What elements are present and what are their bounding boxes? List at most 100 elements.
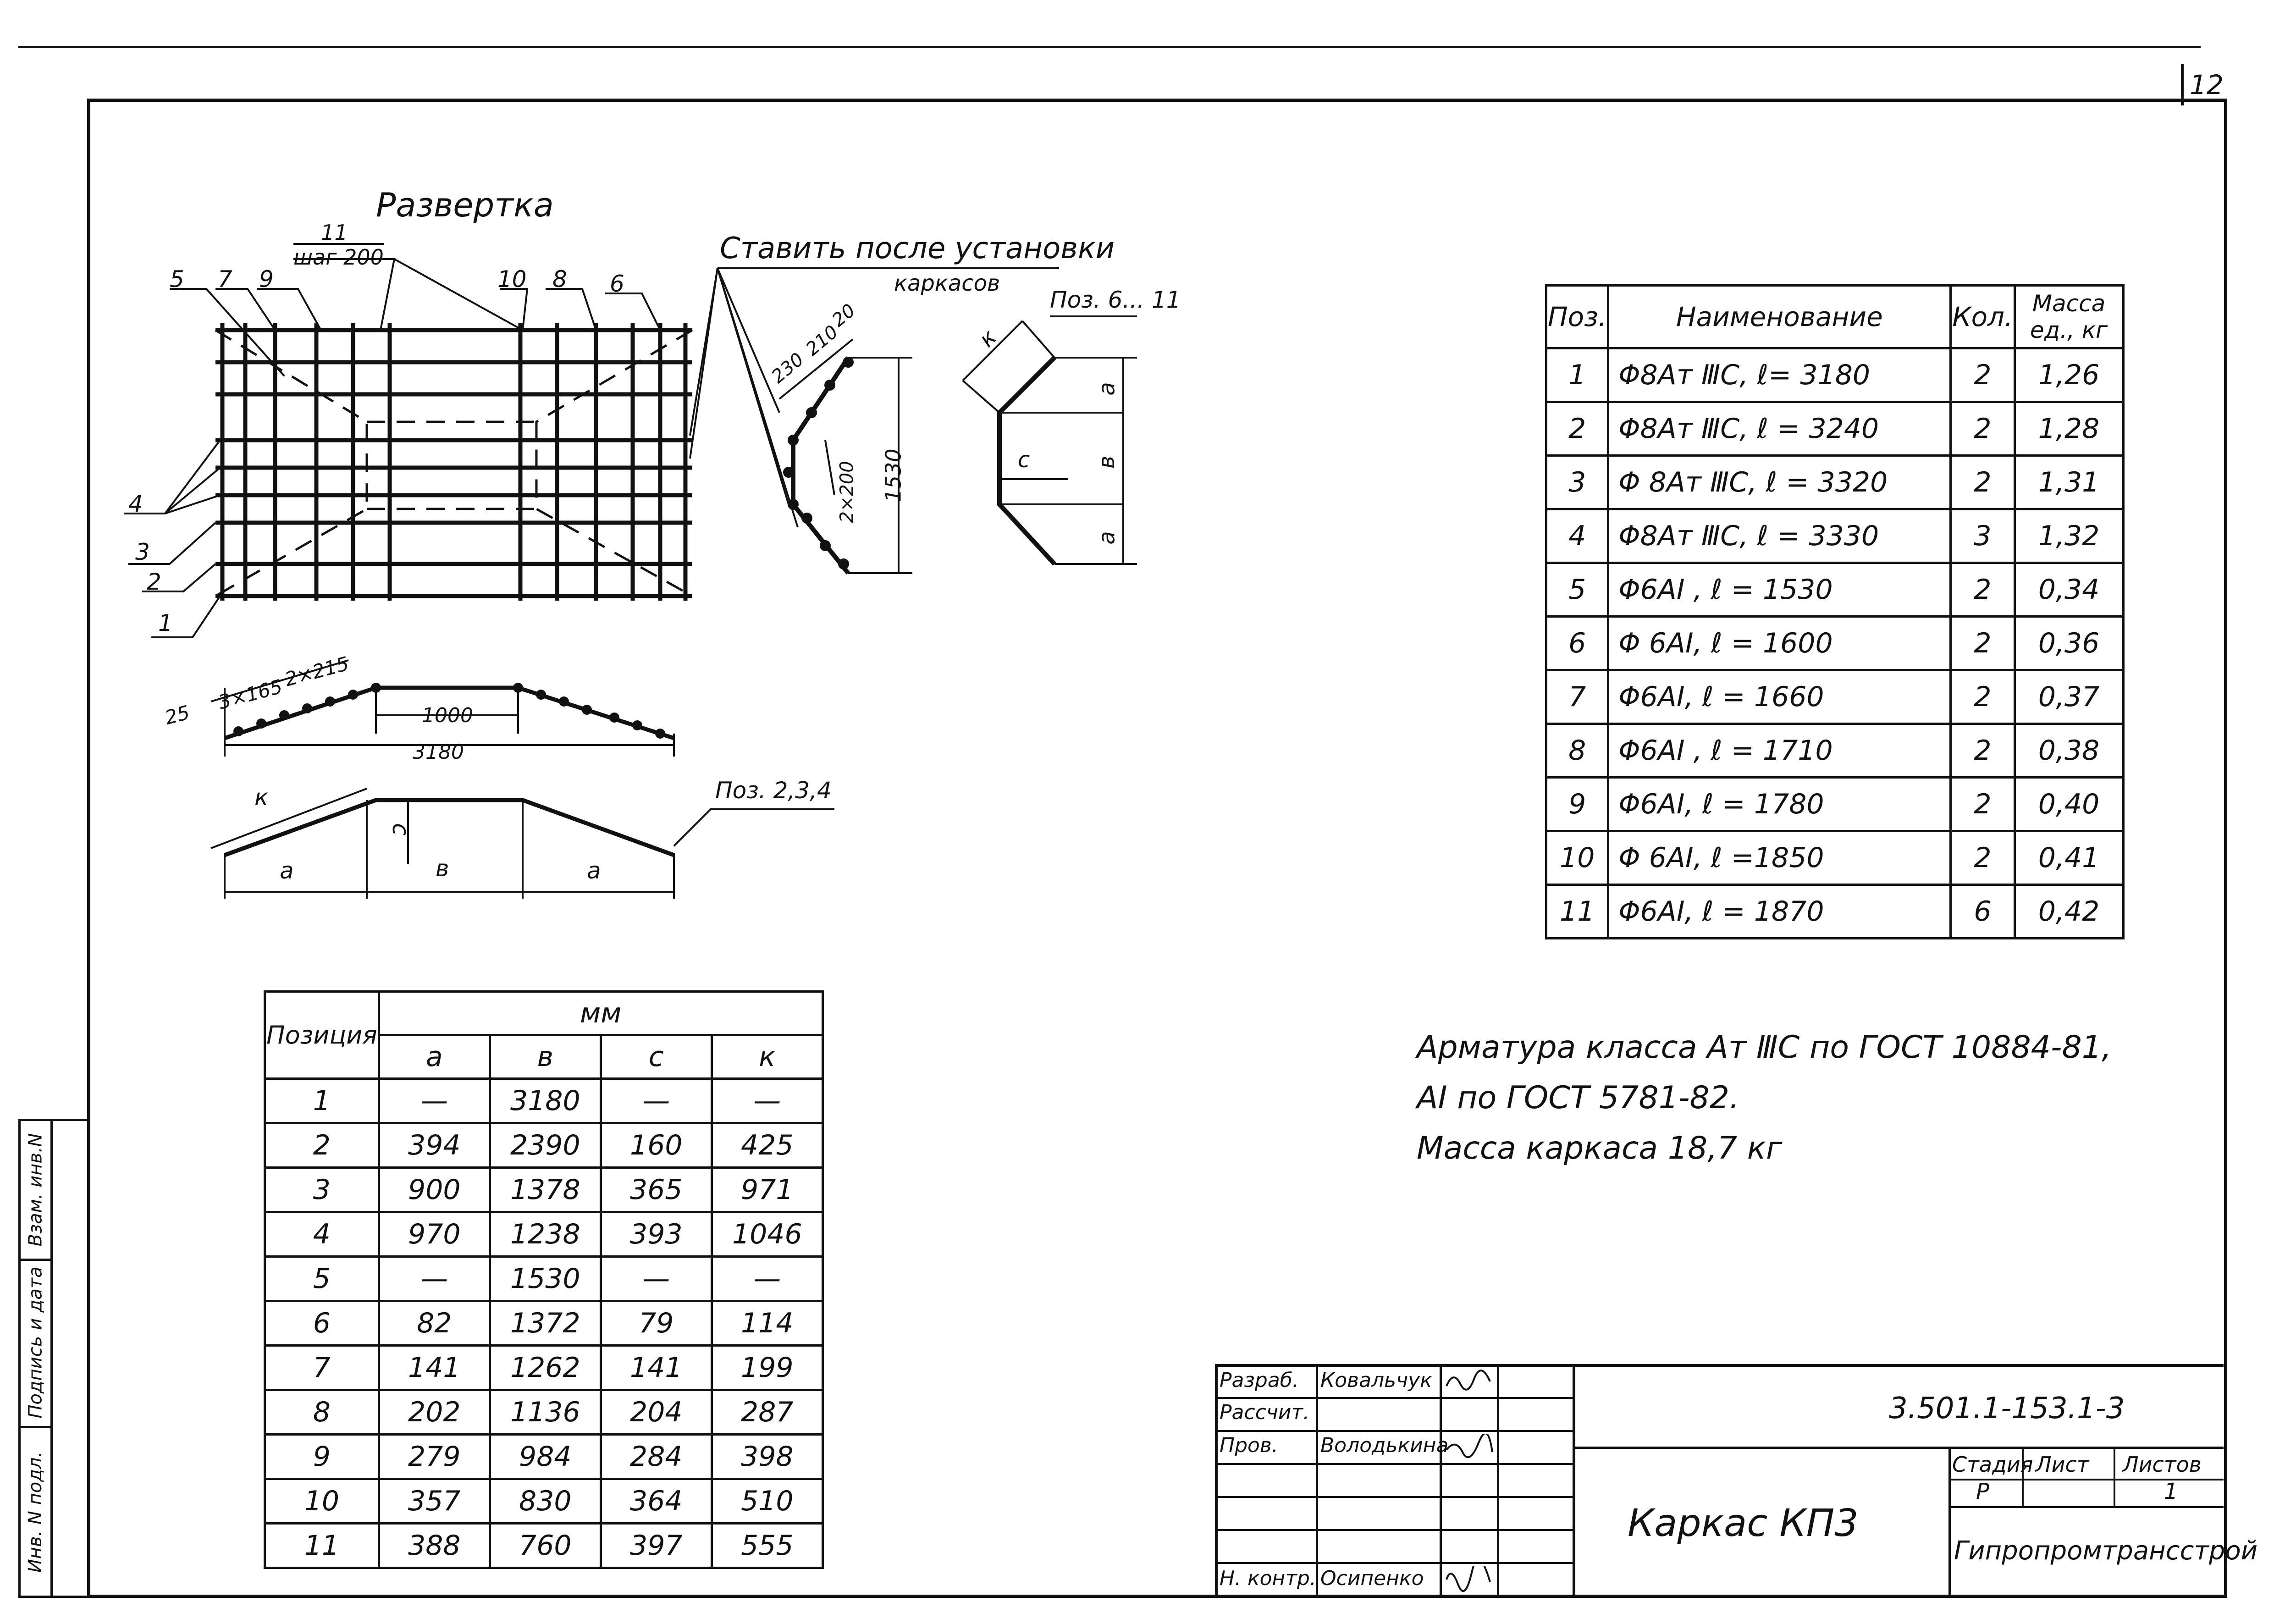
elevation-bar [224,685,675,740]
pos-cell-k: 287 [710,1389,824,1436]
trap-letter-k: к [254,784,269,811]
spec-cell-qty: 2 [1949,723,2016,779]
pos-cell-k: 555 [710,1522,824,1569]
rebar-dots [233,357,854,739]
pos-col-mm: мм [377,990,824,1036]
spec-cell-mass: 1,32 [2013,508,2125,564]
sidebar-vzam: Взам. инв.N [21,1121,50,1261]
label-pos-4: 4 [128,491,143,517]
spec-cell-name: Φ 8Aт ⅢC, ℓ = 3320 [1607,454,1952,510]
spec-cell-name: Φ 6AI, ℓ =1850 [1607,830,1952,886]
label-pos-5: 5 [170,266,184,293]
pos-cell-c: — [599,1255,713,1302]
pos-cell-k: — [710,1077,824,1124]
label-pos-2: 2 [147,569,161,595]
pos-cell-position: 2 [264,1122,380,1169]
pos-cell-v: 1136 [488,1389,602,1436]
mesh-long-bars [215,328,692,598]
pos-cell-k: — [710,1255,824,1302]
title-block: Разраб. Ковальчук Рассчит. Пров. Володьк… [1215,1364,2257,1596]
pos-cell-v: 2390 [488,1122,602,1169]
signature-3 [1446,1566,1491,1592]
pos-cell-a: — [377,1255,491,1302]
pos-cell-c: 204 [599,1389,713,1436]
pos-cell-v: 1530 [488,1255,602,1302]
spec-cell-qty: 2 [1949,562,2016,618]
spec-cell-mass: 1,28 [2013,401,2125,457]
pos-cell-v: 830 [488,1478,602,1525]
spec-cell-qty: 2 [1949,401,2016,457]
sheet-border [87,99,2227,1598]
tb-role-6: Н. контр. [1220,1567,1316,1590]
pos-cell-c: 364 [599,1478,713,1525]
pos-cell-v: 3180 [488,1077,602,1124]
spec-cell-pos: 6 [1545,615,1610,671]
pos-cell-position: 6 [264,1300,380,1347]
note-line-3: Масса каркаса 18,7 кг [1417,1130,1783,1166]
pos-cell-a: 970 [377,1211,491,1258]
spec-cell-qty: 2 [1949,776,2016,832]
step-label: шаг 200 [293,243,384,270]
bent-letter-c: с [1018,447,1030,473]
pos-row: 5—1530—— [264,1255,824,1302]
spec-cell-name: Φ8Aт ⅢC, ℓ = 3240 [1607,401,1952,457]
spec-col-mass: Масса ед., кг [2013,284,2125,349]
pos-cell-c: 141 [599,1344,713,1391]
pos-6-11-label: Поз. 6... 11 [1050,287,1181,313]
spec-cell-qty: 2 [1949,830,2016,886]
spec-cell-pos: 7 [1545,669,1610,725]
spec-cell-name: Φ8Aт ⅢC, ℓ= 3180 [1607,347,1952,403]
label-pos-9: 9 [259,266,274,293]
trap-letter-v: в [436,855,449,882]
pos-cell-c: 365 [599,1166,713,1213]
spec-cell-mass: 1,26 [2013,347,2125,403]
label-pos-3: 3 [135,539,150,565]
spec-cell-mass: 0,34 [2013,562,2125,618]
leader-lines [124,258,1059,638]
sheets-value: 1 [2164,1479,2178,1504]
dim-1000: 1000 [422,704,473,727]
spec-cell-qty: 6 [1949,884,2016,939]
elevation-dims [210,659,675,757]
step-pos-label: 11 [321,220,348,245]
dim-2x200: 2×200 [836,461,858,523]
pos-cell-position: 9 [264,1433,380,1480]
mesh-cross-bars [220,323,688,601]
pos-cell-a: 82 [377,1300,491,1347]
sidebar-podpis: Подпись и дата [21,1259,50,1428]
trap-letter-a1: а [280,857,294,884]
pos-cell-a: — [377,1077,491,1124]
pos-cell-k: 114 [710,1300,824,1347]
doc-code: 3.501.1-153.1-3 [1889,1392,2125,1425]
pos-subheader-row: а в с к [265,1034,824,1080]
pos-col-a: а [377,1034,491,1080]
section-dims [778,338,912,574]
pos-cell-position: 8 [264,1389,380,1436]
spec-cell-mass: 0,37 [2013,669,2125,725]
signature-2 [1446,1434,1493,1458]
pos-header-row: Позиция мм [264,990,824,1080]
pos-cell-a: 357 [377,1478,491,1525]
spec-cell-qty: 2 [1949,669,2016,725]
signature-1 [1446,1370,1491,1391]
pos-cell-position: 10 [264,1478,380,1525]
tb-name-2: Володькина [1320,1434,1449,1457]
spec-cell-name: Φ 6AI, ℓ = 1600 [1607,615,1952,671]
pos-cell-position: 1 [264,1077,380,1124]
label-pos-8: 8 [552,266,567,293]
pos-cell-k: 1046 [710,1211,824,1258]
tb-role-1: Рассчит. [1220,1401,1310,1424]
bent-bar-6-11 [997,356,1056,566]
